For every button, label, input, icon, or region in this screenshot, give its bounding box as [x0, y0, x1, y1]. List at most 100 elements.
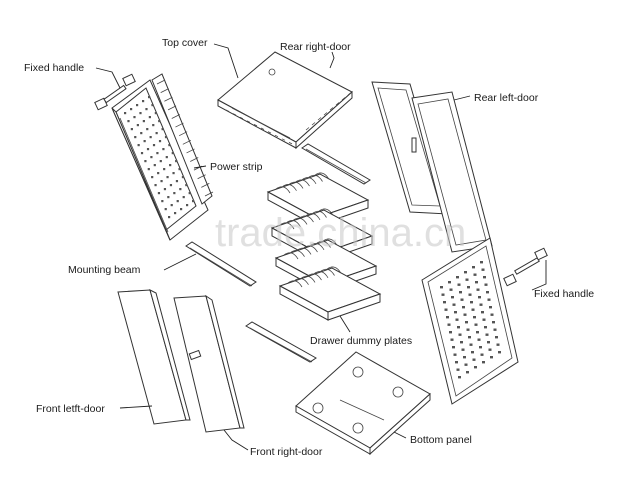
- front-right-door: [173, 294, 245, 433]
- label-front-left-door: Front letft-door: [36, 403, 105, 415]
- drawer-rib: [283, 252, 299, 260]
- label-front-right-door: Front right-door: [250, 446, 323, 458]
- perforation-hole: [444, 308, 448, 311]
- perforation-hole: [470, 301, 473, 304]
- mounting-beam: [185, 241, 257, 287]
- drawer-rib: [309, 243, 325, 251]
- perforation-hole: [443, 301, 446, 304]
- vent-slot: [281, 138, 286, 141]
- perforation-hole: [165, 156, 168, 159]
- perforation-hole: [148, 116, 151, 119]
- drawer-side: [327, 293, 381, 321]
- vent-slot: [246, 120, 251, 123]
- vent-slot: [253, 124, 258, 127]
- perforation-hole: [465, 321, 468, 324]
- perforation-hole: [161, 200, 164, 203]
- perforation-hole: [160, 180, 163, 183]
- perforation-hole: [481, 268, 485, 271]
- outlet-mark: [175, 122, 184, 128]
- outlet-mark: [164, 96, 173, 102]
- perforation-hole: [458, 376, 461, 379]
- perforation-hole: [450, 338, 454, 341]
- perforation-hole: [481, 311, 484, 314]
- rack-frame: [111, 79, 209, 241]
- vent-slot: [311, 122, 316, 126]
- drawer-rib: [312, 210, 327, 218]
- perforation-hole: [162, 148, 165, 151]
- perforation-hole: [127, 120, 130, 123]
- perforation-hole: [446, 316, 449, 319]
- perforation-hole: [161, 128, 164, 131]
- perforation-hole: [463, 356, 466, 359]
- perforation-hole: [186, 204, 189, 207]
- perforation-hole: [133, 116, 136, 119]
- perforation-hole: [456, 368, 460, 371]
- perforation-hole: [476, 331, 479, 334]
- drawer-rib: [318, 208, 334, 216]
- perforation-hole: [155, 132, 158, 135]
- perforation-hole: [130, 108, 133, 111]
- perforation-hole: [182, 196, 185, 199]
- vent-slot: [347, 92, 352, 96]
- label-bottom-panel: Bottom panel: [410, 434, 472, 446]
- perforation-hole: [134, 136, 137, 139]
- perforation-hole: [140, 132, 143, 135]
- outlet-mark: [204, 191, 214, 197]
- perforation-hole: [489, 306, 492, 309]
- outlet-mark: [201, 183, 210, 188]
- perforation-hole: [169, 184, 173, 187]
- perforation-hole: [475, 281, 478, 284]
- perforation-hole: [464, 271, 467, 274]
- perforation-hole: [480, 261, 483, 264]
- leader-lines: [95, 43, 547, 451]
- perforation-hole: [181, 176, 185, 179]
- vent-slot: [305, 127, 310, 131]
- perforation-hole: [476, 288, 480, 291]
- drawer-rib: [279, 222, 295, 230]
- perforation-hole: [473, 273, 477, 276]
- front-left-door: [117, 289, 191, 425]
- perforation-hole: [473, 316, 476, 319]
- perforation-hole: [484, 326, 487, 329]
- perforation-hole: [156, 152, 159, 155]
- perforation-hole: [167, 196, 170, 199]
- drawer-rib: [301, 177, 317, 185]
- perforation-hole: [166, 176, 169, 179]
- drawer-rib: [295, 179, 310, 187]
- drawer-rib: [290, 250, 305, 257]
- perforation-hole: [144, 160, 147, 163]
- perforation-hole: [462, 306, 465, 309]
- drawer-rib: [288, 181, 304, 189]
- perforation-hole: [159, 160, 162, 163]
- fixed-handle-right: [503, 247, 548, 287]
- perforation-hole: [458, 333, 462, 336]
- perforation-hole: [472, 266, 475, 269]
- perforation-hole: [487, 341, 490, 344]
- perforation-hole: [490, 356, 493, 359]
- outlet-mark: [178, 131, 188, 137]
- drawer-rib: [313, 271, 329, 279]
- perforation-hole: [173, 192, 176, 195]
- drawer-rib: [303, 245, 318, 253]
- perforation-hole: [151, 176, 154, 179]
- perforation-hole: [449, 331, 452, 334]
- perforation-hole: [180, 208, 183, 211]
- perforation-hole: [154, 112, 157, 115]
- outlet-mark: [182, 139, 192, 145]
- perforation-hole: [130, 128, 133, 131]
- perforation-hole: [164, 136, 168, 139]
- vent-slot: [329, 107, 334, 111]
- perforation-hole: [448, 281, 451, 284]
- perforation-hole: [492, 321, 495, 324]
- vent-slot: [274, 134, 279, 138]
- perforation-hole: [163, 168, 166, 171]
- outlet-mark: [190, 157, 199, 162]
- perforation-hole: [136, 124, 139, 127]
- perforation-hole: [468, 336, 471, 339]
- label-drawer-dummy-plates: Drawer dummy plates: [310, 335, 412, 347]
- perforation-hole: [459, 291, 462, 294]
- perforation-hole: [170, 204, 173, 207]
- drawer-rib: [320, 268, 335, 276]
- drawer-rib: [294, 278, 309, 285]
